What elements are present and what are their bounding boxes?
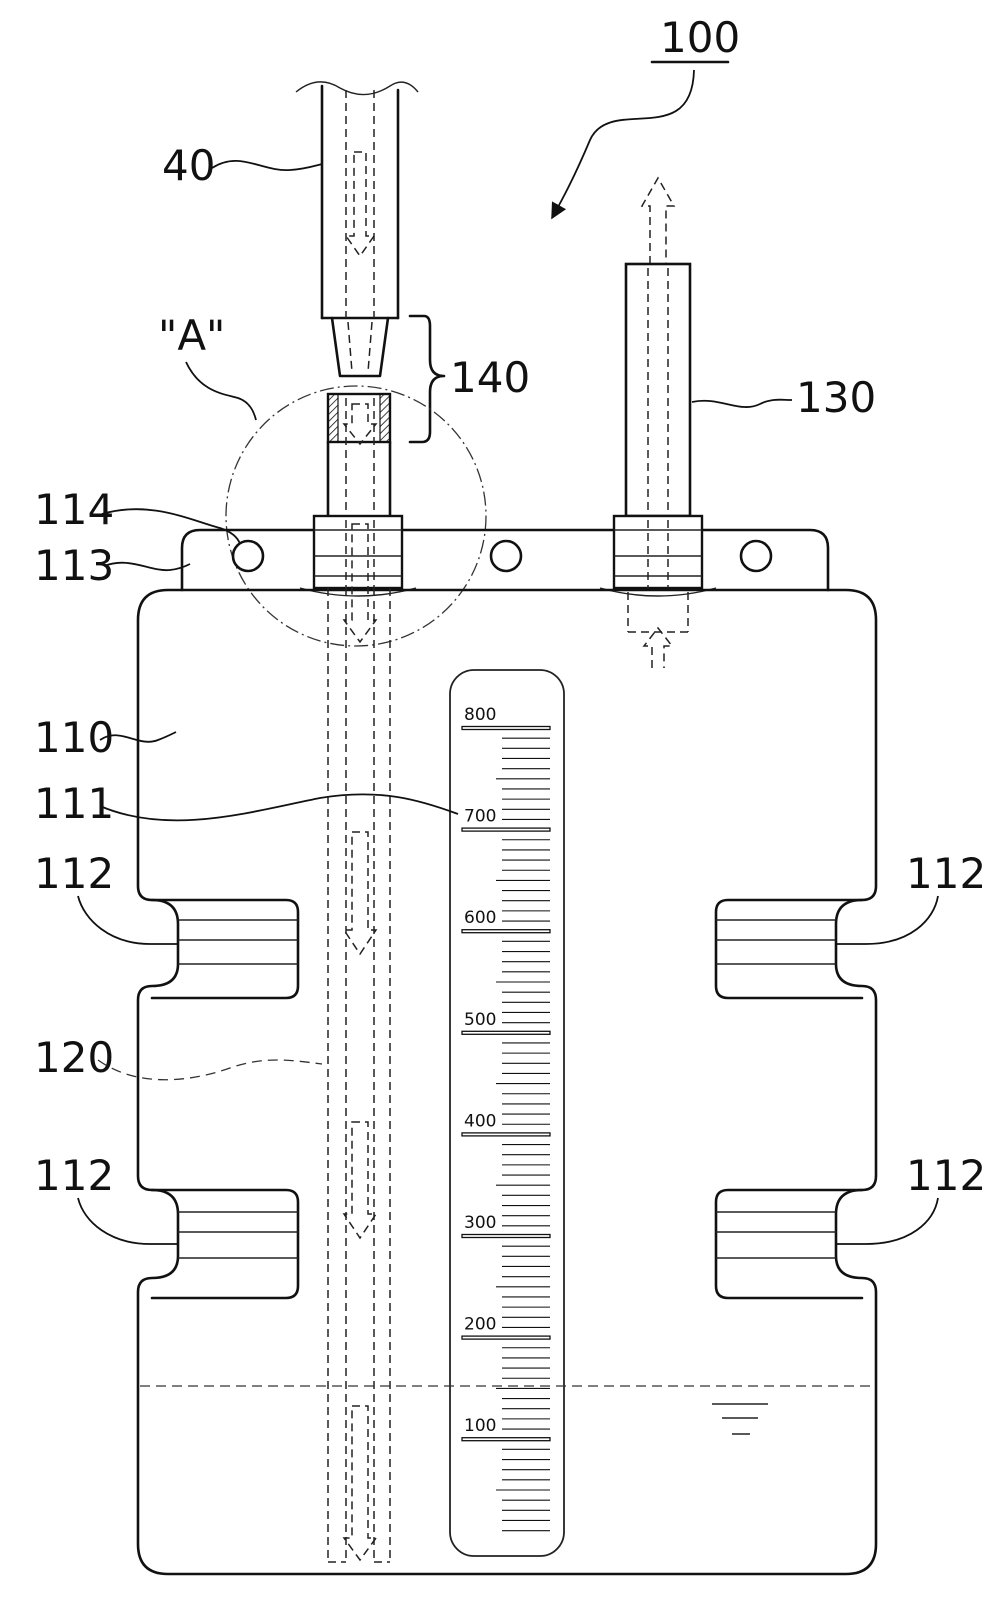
scale-major-tick: [462, 1031, 550, 1034]
tube-break-line: [296, 82, 418, 95]
scale-label: 100: [464, 1416, 496, 1436]
label-112-bl-text: 112: [34, 1151, 114, 1200]
label-bag-body-110: 110: [34, 713, 176, 762]
coupling-hatch-left: [328, 394, 338, 442]
label-100-arrow: [552, 70, 694, 218]
scale-major-tick: [462, 930, 550, 933]
grip-top-left: [152, 900, 298, 998]
grip-top-right: [716, 900, 862, 998]
port-collar-vent: [600, 516, 716, 596]
label-100-text: 100: [660, 13, 740, 62]
scale-label: 700: [464, 807, 496, 827]
flow-arrow-tube: [346, 152, 374, 256]
scale-ticks: 800 700 600 500 400 300 200 100: [462, 705, 550, 1531]
scale-major-tick: [462, 1336, 550, 1339]
supply-tube-40: [296, 82, 418, 376]
label-112-tl-leader: [78, 896, 178, 944]
scale-label: 500: [464, 1010, 496, 1030]
scale-label: 600: [464, 908, 496, 928]
label-130-text: 130: [796, 373, 876, 422]
scale-major-tick: [462, 1235, 550, 1238]
collar-inlet-body: [314, 516, 402, 588]
label-assembly-100: 100: [552, 13, 740, 218]
scale-label: 300: [464, 1213, 496, 1233]
collar-vent-body: [614, 516, 702, 588]
label-140-text: 140: [450, 353, 530, 402]
label-120-leader: [98, 1060, 322, 1080]
label-a-text: "A": [158, 311, 225, 360]
label-hanger-tab-113: 113: [34, 541, 190, 590]
label-hanger-hole-114: 114: [34, 485, 240, 544]
grip-top-right-outline: [716, 900, 862, 998]
flow-arrow-4: [344, 1406, 376, 1560]
grip-top-left-outline: [152, 900, 298, 998]
label-a-leader: [186, 362, 256, 420]
scale-major-tick: [462, 828, 550, 831]
label-scale-111: 111: [34, 779, 458, 828]
connector-140: 140: [410, 316, 530, 442]
label-40-text: 40: [162, 141, 215, 190]
label-112-bl-leader: [78, 1198, 178, 1244]
coupling-hatch-right: [380, 394, 390, 442]
label-grip-top-right: 112: [836, 849, 986, 944]
vent-tube-body: [626, 264, 690, 516]
label-114-text: 114: [34, 485, 114, 534]
label-111-text: 111: [34, 779, 114, 828]
hanger-strip-113: [182, 530, 828, 590]
label-130-leader: [692, 400, 792, 407]
label-supply-tube-40: 40: [162, 141, 322, 190]
hanger-hole-2: [491, 541, 521, 571]
label-112-tr-leader: [836, 896, 938, 944]
liquid-level: [140, 1386, 874, 1434]
label-inner-tube-120: 120: [34, 1033, 322, 1082]
flow-arrow-3: [344, 1122, 376, 1238]
scale-label: 400: [464, 1111, 496, 1131]
label-120-text: 120: [34, 1033, 114, 1082]
label-110-text: 110: [34, 713, 114, 762]
label-113-leader: [104, 563, 190, 570]
scale-major-tick: [462, 727, 550, 730]
bag-body-outline: [138, 590, 876, 1574]
scale-111: 800 700 600 500 400 300 200 100: [450, 670, 564, 1556]
label-grip-top-left: 112: [34, 849, 178, 944]
label-113-text: 113: [34, 541, 114, 590]
scale-major-tick: [462, 1438, 550, 1441]
nozzle-bore-left: [348, 322, 352, 372]
inlet-port: [328, 394, 390, 516]
label-112-tl-text: 112: [34, 849, 114, 898]
label-112-br-leader: [836, 1198, 938, 1244]
vent-flow-arrow-up: [642, 178, 674, 264]
label-grip-bottom-right: 112: [836, 1151, 986, 1244]
label-111-leader: [100, 794, 458, 820]
flow-arrow-2: [344, 832, 376, 954]
scale-label: 200: [464, 1315, 496, 1335]
connector-bracket: [410, 316, 444, 442]
nozzle: [332, 318, 388, 376]
label-grip-bottom-left: 112: [34, 1151, 178, 1244]
label-40-leader: [212, 161, 322, 170]
hanger-hole-1: [233, 541, 263, 571]
scale-major-tick: [462, 1133, 550, 1136]
hanger-outline: [182, 530, 828, 590]
label-vent-tube-130: 130: [692, 373, 876, 422]
inner-tube-120: [328, 524, 390, 1562]
detail-a: "A": [158, 311, 486, 646]
hanger-hole-3: [741, 541, 771, 571]
label-112-tr-text: 112: [906, 849, 986, 898]
vent-flow-arrow-inside: [644, 628, 672, 668]
label-112-br-text: 112: [906, 1151, 986, 1200]
scale-label: 800: [464, 705, 496, 725]
label-114-leader: [102, 509, 240, 544]
nozzle-bore-right: [368, 322, 372, 372]
port-collar-inlet: [300, 516, 416, 596]
